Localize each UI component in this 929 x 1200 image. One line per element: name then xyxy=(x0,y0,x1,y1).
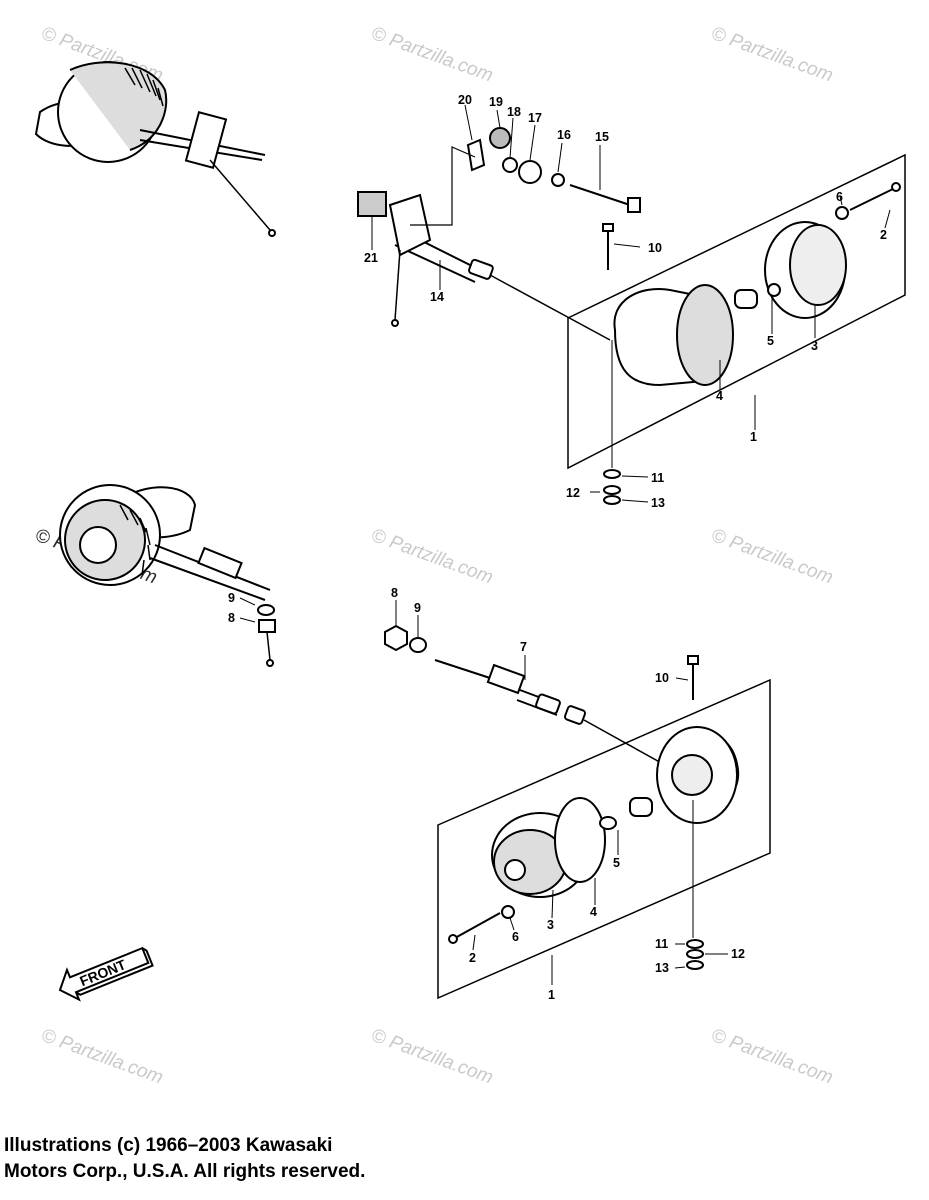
callout-6: 6 xyxy=(836,190,843,204)
callout-11: 11 xyxy=(655,937,668,951)
watermark: © Partzilla.com xyxy=(368,23,495,87)
callout-17: 17 xyxy=(528,111,542,125)
front-turn-signal-assembly: 1 2 3 4 5 6 7 8 9 10 11 12 13 xyxy=(384,586,771,1002)
watermark: © Partzilla.com xyxy=(708,525,835,589)
front-arrow-label: FRONT xyxy=(77,956,128,989)
assembly-boundary xyxy=(567,153,906,470)
callout-8: 8 xyxy=(391,586,398,600)
copyright-line-2: Motors Corp., U.S.A. All rights reserved… xyxy=(4,1160,366,1182)
callout-13: 13 xyxy=(651,496,665,510)
callout-14: 14 xyxy=(430,290,444,304)
left-detail-callouts: 9 8 xyxy=(228,591,256,625)
callout-8: 8 xyxy=(228,611,235,625)
callout-9: 9 xyxy=(228,591,235,605)
callout-16: 16 xyxy=(557,128,571,142)
watermark: © Partzilla.com xyxy=(708,1025,835,1089)
callout-10: 10 xyxy=(655,671,669,685)
copyright-notice: Illustrations (c) 1966–2003 Kawasaki Mot… xyxy=(4,1133,365,1184)
callout-11: 11 xyxy=(651,471,664,485)
callout-21: 21 xyxy=(364,251,378,265)
callout-5: 5 xyxy=(767,334,774,348)
callout-1: 1 xyxy=(750,430,757,444)
callout-15: 15 xyxy=(595,130,609,144)
callout-3: 3 xyxy=(547,918,554,932)
callout-20: 20 xyxy=(458,93,472,107)
callout-13: 13 xyxy=(655,961,669,975)
callout-4: 4 xyxy=(590,905,597,919)
callout-2: 2 xyxy=(469,951,476,965)
callout-2: 2 xyxy=(880,228,887,242)
callout-4: 4 xyxy=(716,389,723,403)
left-turn-signal-illustration xyxy=(59,484,276,667)
watermark: © Partzilla.com xyxy=(708,23,835,87)
watermark: © Partzilla.com xyxy=(368,525,495,589)
watermark: © Partzilla.com xyxy=(38,1025,165,1089)
callout-18: 18 xyxy=(507,105,521,119)
top-left-turn-signal-illustration xyxy=(34,61,276,237)
callout-3: 3 xyxy=(811,339,818,353)
assembly-boundary xyxy=(437,678,771,1000)
callout-12: 12 xyxy=(566,486,580,500)
watermark: © Partzilla.com xyxy=(368,1025,495,1089)
front-arrow: FRONT xyxy=(58,946,154,1002)
callout-5: 5 xyxy=(613,856,620,870)
callout-10: 10 xyxy=(648,241,662,255)
callout-9: 9 xyxy=(414,601,421,615)
copyright-line-1: Illustrations (c) 1966–2003 Kawasaki xyxy=(4,1135,333,1156)
rear-turn-signal-assembly: 1 2 3 4 5 6 10 11 12 13 14 15 16 17 18 1… xyxy=(357,93,906,510)
callout-12: 12 xyxy=(731,947,745,961)
callout-19: 19 xyxy=(489,95,503,109)
callout-6: 6 xyxy=(512,930,519,944)
callout-7: 7 xyxy=(520,640,527,654)
callout-1: 1 xyxy=(548,988,555,1002)
